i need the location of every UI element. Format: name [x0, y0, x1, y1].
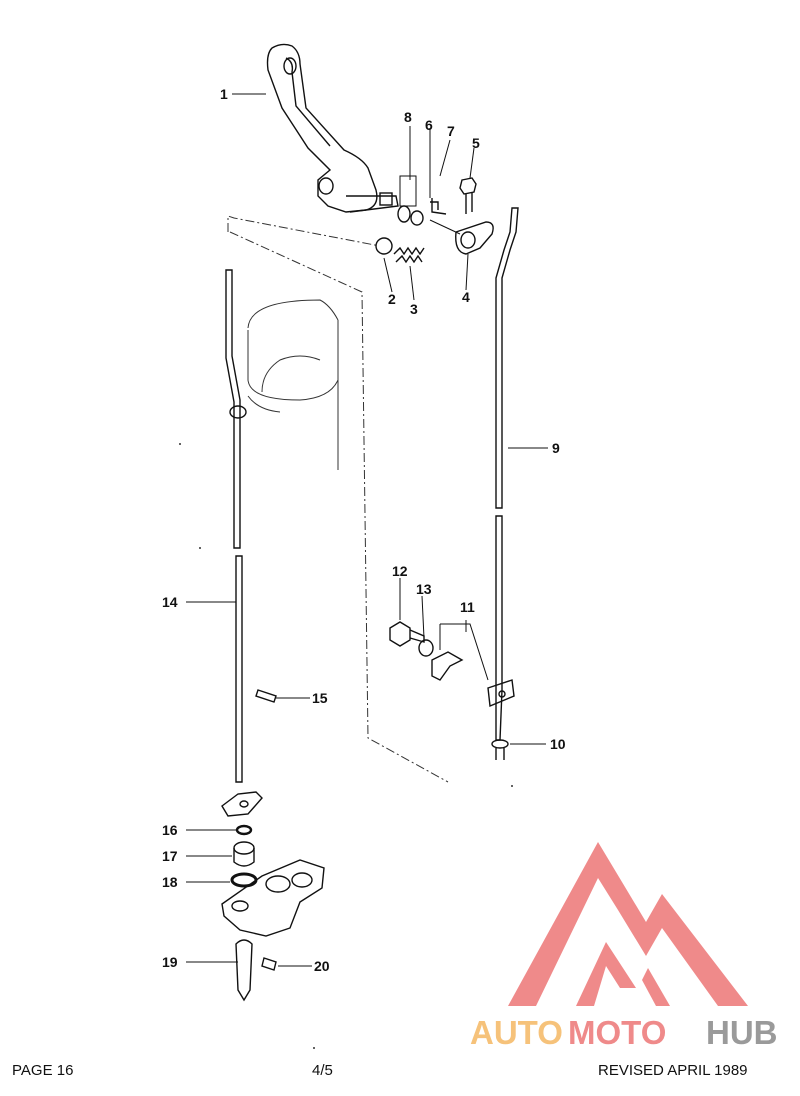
page-fraction: 4/5 — [312, 1062, 333, 1079]
logo-word-hub: HUB — [706, 1014, 778, 1051]
callout-19: 19 — [162, 954, 178, 970]
callout-7: 7 — [447, 123, 455, 139]
pin-part-7 — [430, 198, 447, 215]
shift-shaft-part-19 — [235, 939, 253, 1002]
callout-13: 13 — [416, 581, 432, 597]
lever-plate-part-4 — [455, 221, 494, 255]
clip-part-11 — [431, 623, 515, 708]
callout-17: 17 — [162, 848, 178, 864]
revision-date: REVISED APRIL 1989 — [598, 1062, 748, 1079]
pin-part-20 — [261, 957, 277, 971]
logo-word-auto: AUTO — [470, 1014, 563, 1051]
callout-2: 2 — [388, 291, 396, 307]
rod-flange — [221, 791, 263, 817]
callout-6: 6 — [425, 117, 433, 133]
washer-part-6 — [410, 210, 424, 226]
logo-word-moto: MOTO — [568, 1014, 666, 1051]
callout-8: 8 — [404, 109, 412, 125]
shift-rod-part-14 — [225, 269, 247, 783]
bushing-part-17 — [233, 841, 255, 867]
callout-15: 15 — [312, 690, 328, 706]
bolt-part-5 — [459, 177, 477, 214]
callout-10: 10 — [550, 736, 566, 752]
shift-lever-part-1 — [266, 43, 399, 213]
o-ring-part-8 — [397, 205, 411, 223]
triangle-logo-mark — [508, 842, 748, 1006]
grommet-part-10 — [491, 739, 509, 760]
callout-5: 5 — [472, 135, 480, 151]
callout-9: 9 — [552, 440, 560, 456]
leader-lines — [186, 93, 548, 967]
o-ring-part-16 — [235, 824, 253, 836]
shift-rod-part-9 — [495, 207, 519, 741]
callout-1: 1 — [220, 86, 228, 102]
washer-part-13 — [418, 639, 434, 657]
o-ring-part-18 — [230, 872, 258, 888]
assembly-path-lines — [227, 215, 449, 783]
callout-14: 14 — [162, 594, 178, 610]
callout-3: 3 — [410, 301, 418, 317]
callout-11: 11 — [460, 599, 475, 615]
screw-part-12 — [389, 621, 425, 647]
detent-ball-part-2 — [375, 237, 393, 255]
pin-part-15 — [255, 689, 277, 703]
callout-20: 20 — [314, 958, 330, 974]
automotohub-watermark-logo: AUTO MOTO HUB — [470, 842, 778, 1051]
callout-12: 12 — [392, 563, 408, 579]
detent-spring-part-3 — [393, 246, 425, 264]
callout-16: 16 — [162, 822, 178, 838]
lower-housing — [221, 859, 325, 937]
callout-18: 18 — [162, 874, 178, 890]
page-number: PAGE 16 — [12, 1062, 74, 1079]
scan-specks — [179, 443, 513, 1049]
callout-4: 4 — [462, 289, 470, 305]
callout-labels: 1 8 6 7 5 2 3 4 9 12 13 11 14 15 10 16 1… — [162, 86, 566, 974]
housing-outline — [247, 299, 339, 470]
